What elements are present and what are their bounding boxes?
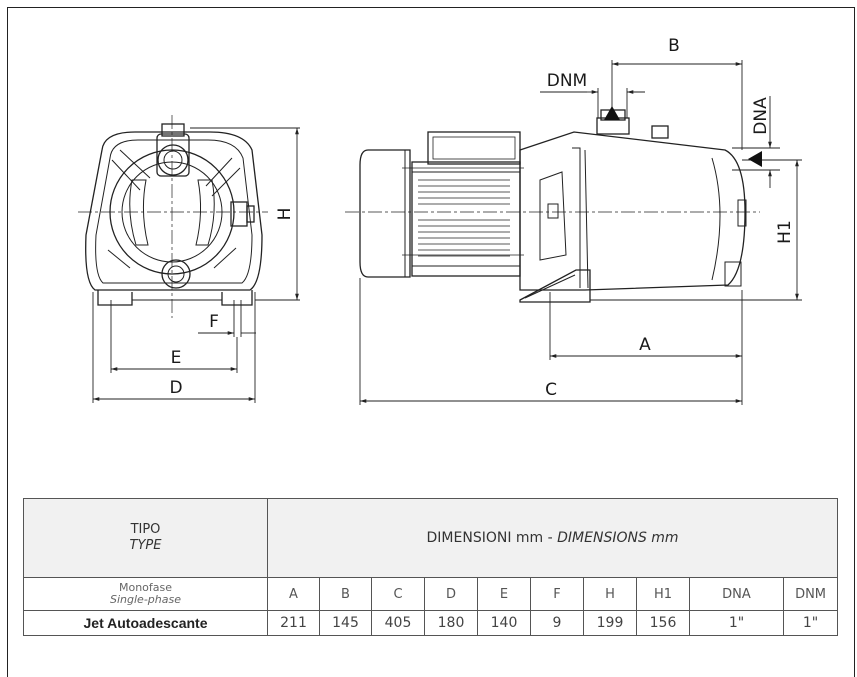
phase-label-en: Single-phase	[110, 593, 181, 606]
column-header: DNA	[689, 577, 784, 611]
front-dimension-lines	[92, 127, 300, 403]
pump-front-view	[78, 115, 268, 318]
column-header: F	[530, 577, 584, 611]
dim-label-c: C	[545, 380, 557, 400]
value-cell: 9	[530, 610, 584, 636]
phase-cell: Monofase Single-phase	[23, 577, 268, 611]
type-label: TIPO	[130, 522, 161, 537]
value-cell: 1"	[782, 610, 839, 636]
dimensions-label-en: DIMENSIONS mm	[557, 530, 679, 546]
dim-label-a: A	[639, 335, 651, 355]
dim-label-b: B	[668, 36, 680, 56]
value-cell: 145	[319, 610, 372, 636]
column-header-row: Monofase Single-phase A B C D E F H H1 D…	[23, 577, 839, 611]
dimensions-header-cell: DIMENSIONI mm - DIMENSIONS mm	[266, 498, 839, 578]
value-cell: 211	[267, 610, 320, 636]
column-header: H	[583, 577, 637, 611]
value-cell: 199	[583, 610, 637, 636]
dim-label-h: H	[275, 208, 295, 221]
outlet-flow-arrow	[604, 106, 620, 120]
flow-arrows	[604, 106, 762, 167]
value-cell: 405	[371, 610, 425, 636]
dimensions-table: TIPO TYPE DIMENSIONI mm - DIMENSIONS mm …	[23, 498, 839, 636]
type-header-cell: TIPO TYPE	[23, 498, 268, 578]
value-cell: 140	[477, 610, 531, 636]
dim-label-f: F	[209, 312, 219, 332]
drawing-frame	[7, 7, 855, 677]
table-row: Jet Autoadescante 211 145 405 180 140 9 …	[23, 610, 839, 636]
motor-cooling-fins	[418, 179, 510, 257]
dimensions-label: DIMENSIONI mm -	[426, 530, 558, 546]
column-header: A	[267, 577, 320, 611]
column-header: H1	[636, 577, 690, 611]
column-header: C	[371, 577, 425, 611]
column-header: B	[319, 577, 372, 611]
value-cell: 156	[636, 610, 690, 636]
dim-label-dna: DNA	[751, 97, 771, 135]
column-header: DNM	[782, 577, 839, 611]
dim-label-h1: H1	[775, 220, 795, 244]
technical-drawing: B DNM DNA H1 H F E D A C	[78, 36, 802, 405]
value-cell: 180	[424, 610, 478, 636]
column-header: E	[477, 577, 531, 611]
type-label-en: TYPE	[129, 538, 162, 553]
column-header: D	[424, 577, 478, 611]
inlet-flow-arrow	[748, 151, 762, 167]
side-dimension-lines	[359, 60, 802, 405]
dim-label-dnm: DNM	[547, 71, 587, 91]
value-cell: 1"	[689, 610, 784, 636]
pump-side-view	[345, 109, 760, 303]
dim-label-e: E	[171, 348, 182, 368]
dim-label-d: D	[169, 378, 182, 398]
phase-label: Monofase	[118, 581, 173, 594]
model-name: Jet Autoadescante	[23, 610, 268, 636]
